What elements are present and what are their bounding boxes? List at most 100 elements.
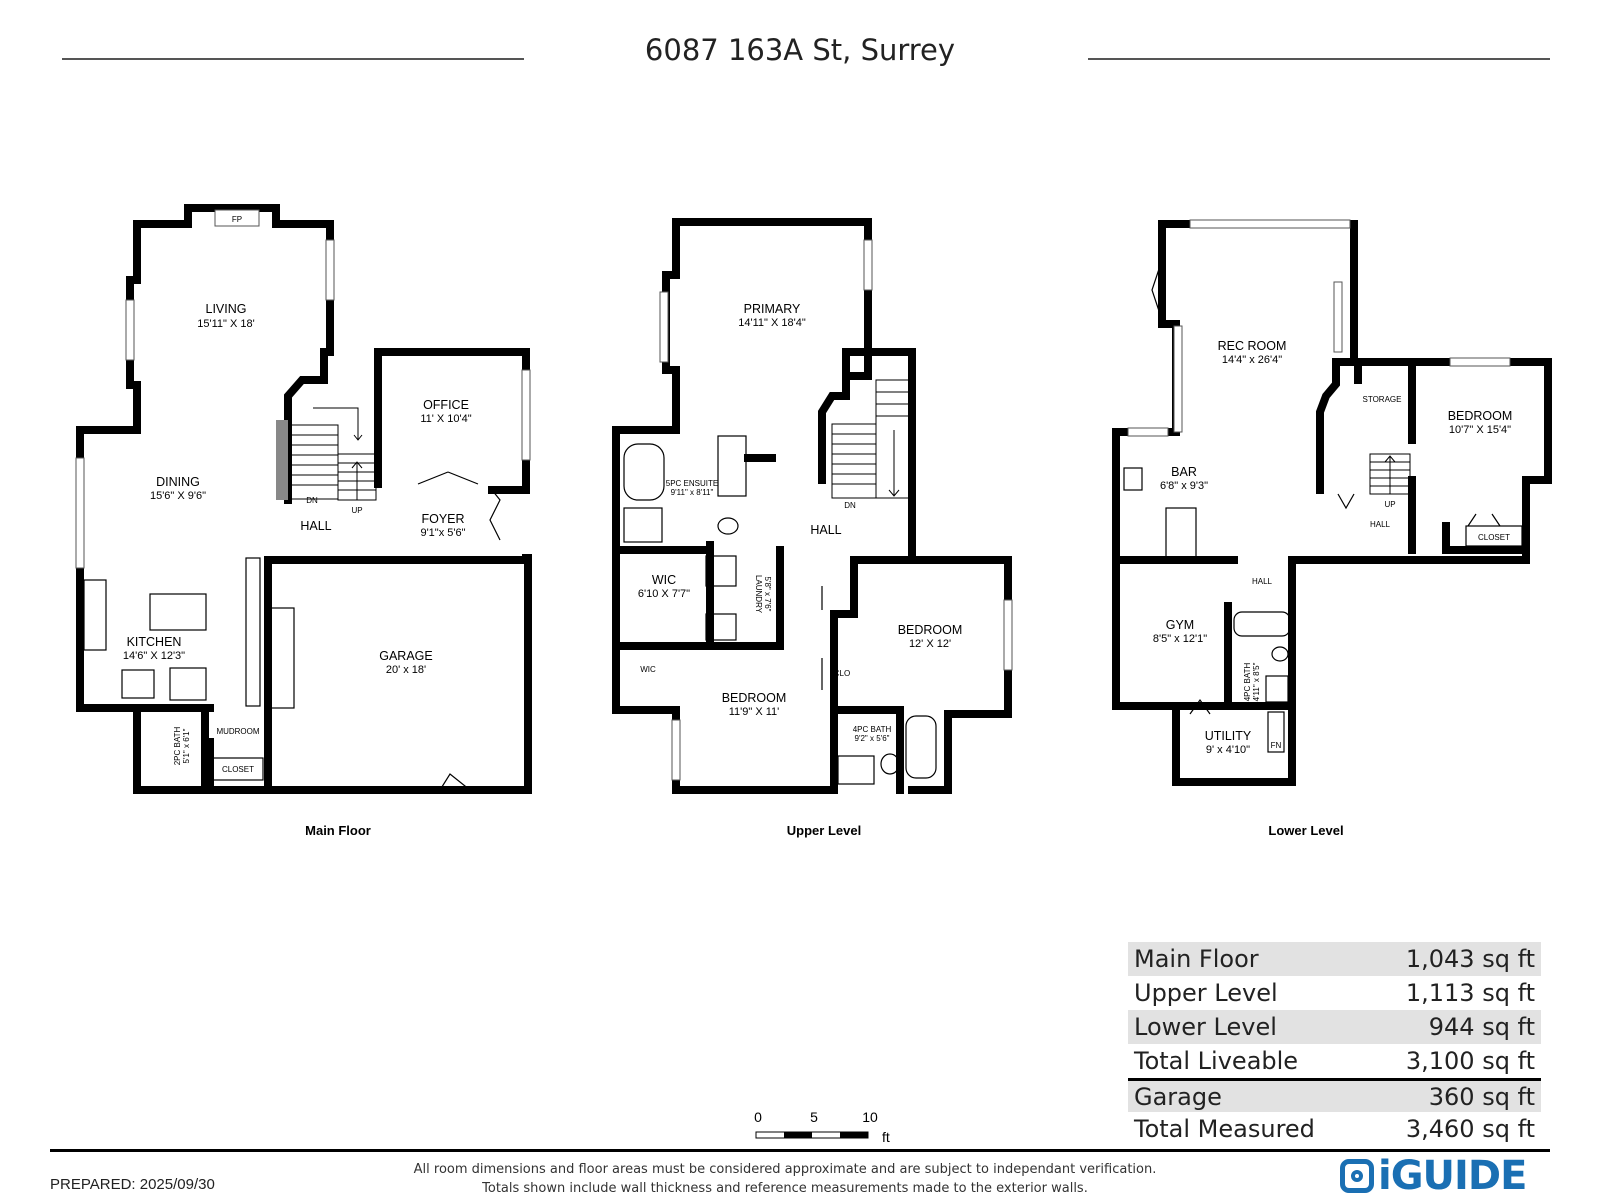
title-rule-right <box>1088 58 1550 60</box>
rec-bar-divider <box>1173 325 1183 433</box>
lower-bath-tub <box>1233 611 1291 637</box>
upper-bath-vanity <box>837 755 875 785</box>
bar-name: BAR <box>1171 465 1197 479</box>
utility-dim: 9' x 4'10" <box>1206 744 1250 756</box>
lower-level-plan: FN REC ROOM 14'4" x 26'4" STORAGE BEDROO… <box>1112 219 1552 838</box>
lower-level-interior-wall <box>1112 358 1530 710</box>
utility-door-swing <box>1189 698 1211 715</box>
bar-counter <box>1165 507 1197 559</box>
main-floor-plan: FP LIVING 15'11" X 18' DINING 15'6" X 9'… <box>75 204 532 838</box>
lower-bedroom-dim: 10'7" X 15'4" <box>1449 424 1511 436</box>
bar-sink <box>1123 467 1143 491</box>
main-floor-stairs <box>289 407 377 501</box>
main-floor-kitchen-wall <box>76 704 272 794</box>
lower-bath-name: 4PC BATH <box>1243 663 1252 702</box>
scale-bar: 0 5 10 ft <box>754 1109 890 1145</box>
scale-unit: ft <box>882 1129 890 1145</box>
page-title: 6087 163A St, Surrey <box>644 33 956 67</box>
rec-door-swing <box>1151 259 1163 321</box>
wic1-dim: 6'10 X 7'7" <box>638 588 690 600</box>
office-window <box>521 369 531 461</box>
bedroom1-name: BEDROOM <box>898 623 963 637</box>
main-closet-name: CLOSET <box>222 765 254 774</box>
primary-window-right <box>863 239 873 291</box>
main-closet-box <box>210 757 264 781</box>
bar-dim: 6'8" x 9'3" <box>1160 480 1208 492</box>
foyer-dim: 9'1"x 5'6" <box>420 527 465 539</box>
laundry-washer <box>705 555 737 587</box>
garage-name: GARAGE <box>379 649 433 663</box>
upper-level-stairs <box>831 379 913 499</box>
bedroom1-window <box>1003 599 1013 671</box>
lower-up-label: UP <box>1384 500 1395 509</box>
primary-dim: 14'11" X 18'4" <box>738 317 806 329</box>
gym-name: GYM <box>1166 618 1194 632</box>
kitchen-name: KITCHEN <box>127 635 182 649</box>
office-name: OFFICE <box>423 398 469 412</box>
ensuite-shower <box>623 507 663 543</box>
logo-text: iGUIDE <box>1378 1153 1527 1199</box>
foyer-doors <box>417 471 479 485</box>
fp-label: FP <box>232 215 242 224</box>
gym-dim: 8'5" x 12'1" <box>1153 633 1207 645</box>
footer-rule <box>50 1149 1550 1152</box>
living-window-right <box>325 239 335 301</box>
living-dim: 15'11" X 18' <box>197 318 254 330</box>
bedroom2-dim: 11'9" X 11' <box>729 706 780 718</box>
bar-window <box>1127 427 1169 437</box>
mudroom-name: MUDROOM <box>216 727 259 736</box>
lower-level-exterior-wall <box>1112 220 1552 786</box>
lower-hall1-name: HALL <box>1370 520 1391 529</box>
lower-level-stairs <box>1369 453 1411 495</box>
front-door-swing <box>489 489 501 541</box>
lower-hall2-name: HALL <box>1252 577 1273 586</box>
kitchen-dim: 14'6" X 12'3" <box>123 650 185 662</box>
disclaimer: All room dimensions and floor areas must… <box>400 1160 1170 1198</box>
upper-level-interior-wall <box>612 372 904 794</box>
disclaimer-line-2: Totals shown include wall thickness and … <box>482 1181 1088 1196</box>
scale-tick-10: 10 <box>862 1109 878 1125</box>
title-rule-left <box>62 58 524 60</box>
upper-bath-tub <box>905 715 937 779</box>
main-hall-name: HALL <box>300 519 331 533</box>
upper-bath-name: 4PC BATH <box>853 725 892 734</box>
furnace <box>1267 711 1285 753</box>
main-up-label: UP <box>351 506 362 515</box>
prepared-date: PREPARED: 2025/09/30 <box>50 1176 215 1193</box>
upper-level-plan: PRIMARY 14'11" X 18'4" 5PC ENSUITE 9'11"… <box>612 218 1013 838</box>
upper-level-label: Upper Level <box>787 823 861 838</box>
bedroom2-window <box>671 719 681 781</box>
fn-label: FN <box>1271 741 1282 750</box>
ensuite-dim: 9'11" x 8'11" <box>671 488 714 497</box>
lower-bedroom-name: BEDROOM <box>1448 409 1513 423</box>
scale-tick-5: 5 <box>810 1109 818 1125</box>
lower-closet-box <box>1465 525 1523 547</box>
rec-name: REC ROOM <box>1218 339 1287 353</box>
dining-name: DINING <box>156 475 200 489</box>
fireplace <box>214 209 260 227</box>
rec-window-right <box>1333 281 1343 353</box>
upper-dn-label: DN <box>844 501 856 510</box>
living-window-left <box>125 299 135 361</box>
wic1-name: WIC <box>652 573 676 587</box>
bedroom2-name: BEDROOM <box>722 691 787 705</box>
garage-shelf <box>269 607 295 709</box>
upper-level-exterior-wall <box>612 218 1012 794</box>
laundry-name: LAUNDRY <box>754 575 763 614</box>
ensuite-name: 5PC ENSUITE <box>666 479 718 488</box>
floor-plans: FP LIVING 15'11" X 18' DINING 15'6" X 9'… <box>75 204 1552 838</box>
closet-door-swing <box>1467 513 1501 527</box>
office-dim: 11' X 10'4" <box>420 413 471 425</box>
upper-bath-toilet <box>880 753 900 775</box>
lower-level-label: Lower Level <box>1268 823 1343 838</box>
mudroom-bench <box>245 557 261 707</box>
laundry-dryer <box>705 613 737 641</box>
clo1-name: CLO <box>834 609 850 618</box>
lower-bath-dim: 4'11" x 8'5" <box>1252 662 1261 701</box>
foyer-name: FOYER <box>421 512 464 526</box>
iguide-logo: iGUIDE <box>1340 1152 1527 1200</box>
